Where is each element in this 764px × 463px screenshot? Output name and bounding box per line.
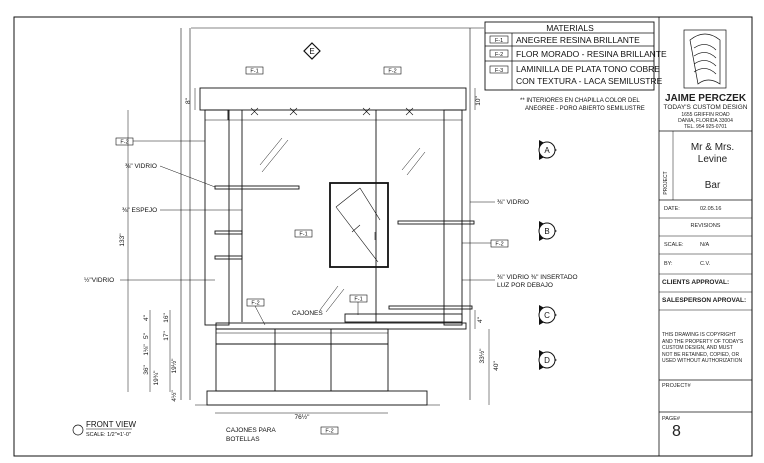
client-name: Mr & Mrs.: [690, 142, 735, 153]
interior-note-1: ** INTERIORES EN CHAPILLA COLOR DEL: [520, 98, 640, 104]
materials-title: MATERIALS: [546, 23, 594, 33]
dim-4b: 4½": [170, 390, 178, 402]
material-text-3b: CON TEXTURA - LACA SEMILUSTRE: [516, 76, 663, 86]
company-address-1: 1655 GRIFFIN ROAD: [681, 112, 730, 118]
dim-19b: 19½": [170, 358, 178, 374]
dim-10: 10": [475, 96, 482, 106]
clients-approval: CLIENTS APPROVAL:: [662, 279, 730, 286]
revisions-label: REVISIONS: [690, 223, 721, 229]
tag-f2-bottom: F-2: [325, 429, 333, 435]
label-vidrio-low: ½"VIDRIO: [84, 276, 114, 284]
dim-76: 76½": [295, 413, 311, 421]
dim-5: 5": [143, 332, 150, 339]
title-block: [658, 16, 753, 457]
copyright-notice: THIS DRAWING IS COPYRIGHT AND THE PROPER…: [662, 332, 743, 365]
dim-133: 133": [119, 233, 126, 247]
material-tag-1: F-1: [495, 38, 503, 44]
dim-40: 40": [493, 361, 500, 371]
svg-text:SCALE: 1/2"=1'-0": SCALE: 1/2"=1'-0": [86, 432, 131, 438]
label-cajones: CAJONES: [292, 310, 323, 317]
label-vidrio-right: ⅜" VIDRIO: [497, 199, 529, 206]
section-marker-d: D: [538, 350, 557, 370]
label-cajones-para: CAJONES PARA: [226, 427, 276, 434]
project-name: Bar: [704, 180, 721, 191]
copyright-line: CUSTOM DESIGN, AND MUST: [662, 345, 733, 351]
dim-17: 17": [163, 331, 170, 341]
label-botellas: BOTELLAS: [226, 436, 260, 443]
material-text-2: FLOR MORADO - RESINA BRILLANTE: [516, 49, 667, 59]
copyright-line: USED WITHOUT AUTHORIZATION: [662, 358, 743, 364]
svg-text:FRONT VIEW: FRONT VIEW: [86, 420, 137, 429]
section-marker-b: B: [538, 221, 557, 241]
company-name: JAIME PERCZEK: [664, 93, 747, 104]
dim-4a: 4": [143, 314, 150, 321]
tag-f2-top: F-2: [388, 69, 396, 75]
label-vidrio-insert-1: ⅜" VIDRIO ⅜" INSERTADO: [497, 274, 578, 281]
copyright-line: AND THE PROPERTY OF TODAY'S: [662, 338, 744, 345]
salesperson-approval: SALESPERSON APROVAL:: [662, 297, 747, 304]
svg-text:E: E: [309, 47, 314, 56]
tag-f2-right: F-2: [495, 242, 503, 248]
dim-1s: 1⅛": [143, 344, 150, 356]
svg-text:D: D: [544, 356, 550, 365]
copyright-line: NOT BE RETAINED, COPIED, OR: [662, 351, 740, 358]
copyright-line: THIS DRAWING IS COPYRIGHT: [662, 332, 736, 338]
tag-f1-top: F-1: [250, 69, 258, 75]
project-number-label: PROJECT#: [662, 383, 691, 389]
materials-table: MATERIALS F-1 ANEGREE RESINA BRILLANTE F…: [484, 21, 667, 91]
by-value: C.V.: [700, 261, 711, 267]
dim-8: 8": [185, 97, 192, 104]
date-label: DATE:: [664, 206, 680, 212]
dim-33: 33½": [478, 348, 486, 364]
date-value: 02.05.16: [700, 206, 722, 212]
elevation: [180, 27, 484, 406]
company-subtitle: TODAY'S CUSTOM DESIGN: [663, 104, 748, 111]
svg-text:B: B: [544, 227, 549, 236]
material-text-3: LAMINILLA DE PLATA TONO COBRE: [516, 64, 660, 74]
label-espejo: ⅜" ESPEJO: [122, 207, 157, 214]
dim-19a: 19¾": [153, 370, 160, 386]
section-marker-c: C: [538, 305, 557, 325]
tag-f1-mirror: F-1: [299, 232, 307, 238]
label-vidrio-left: ⅜" VIDRIO: [125, 163, 157, 170]
tag-f2-left: F-2: [120, 140, 128, 146]
by-label: BY:: [664, 261, 673, 267]
view-title: FRONT VIEW SCALE: 1/2"=1'-0": [72, 420, 137, 438]
dim-16: 16": [163, 313, 170, 323]
material-tag-3: F-3: [495, 68, 503, 74]
scale-value: N/A: [700, 242, 710, 248]
elevation-marker-e: E: [303, 42, 321, 60]
company-phone: TEL. 954 925-0701: [684, 124, 727, 130]
company-logo: [683, 29, 727, 89]
interior-note-2: ANEGREE - PORO ABIERTO SEMILUSTRE: [525, 106, 645, 112]
tag-f2-drawer: F-2: [251, 301, 259, 307]
tag-f1-drawer: F-1: [354, 297, 362, 303]
page-label: PAGE#: [662, 416, 680, 422]
dim-4c: 4": [477, 316, 484, 323]
svg-text:A: A: [544, 146, 550, 155]
material-text-1: ANEGREE RESINA BRILLANTE: [516, 35, 640, 45]
client-name-2: Levine: [697, 154, 728, 165]
label-vidrio-insert-2: LUZ POR DEBAJO: [497, 282, 553, 289]
material-tag-2: F-2: [495, 52, 503, 58]
dim-36: 36": [143, 365, 150, 375]
section-marker-a: A: [538, 140, 557, 160]
project-side-label: PROJECT: [663, 171, 669, 195]
scale-label: SCALE:: [664, 242, 684, 248]
company-address-2: DANIA, FLORIDA 33004: [678, 118, 733, 124]
page-number: 8: [672, 423, 681, 440]
svg-text:C: C: [544, 311, 550, 320]
